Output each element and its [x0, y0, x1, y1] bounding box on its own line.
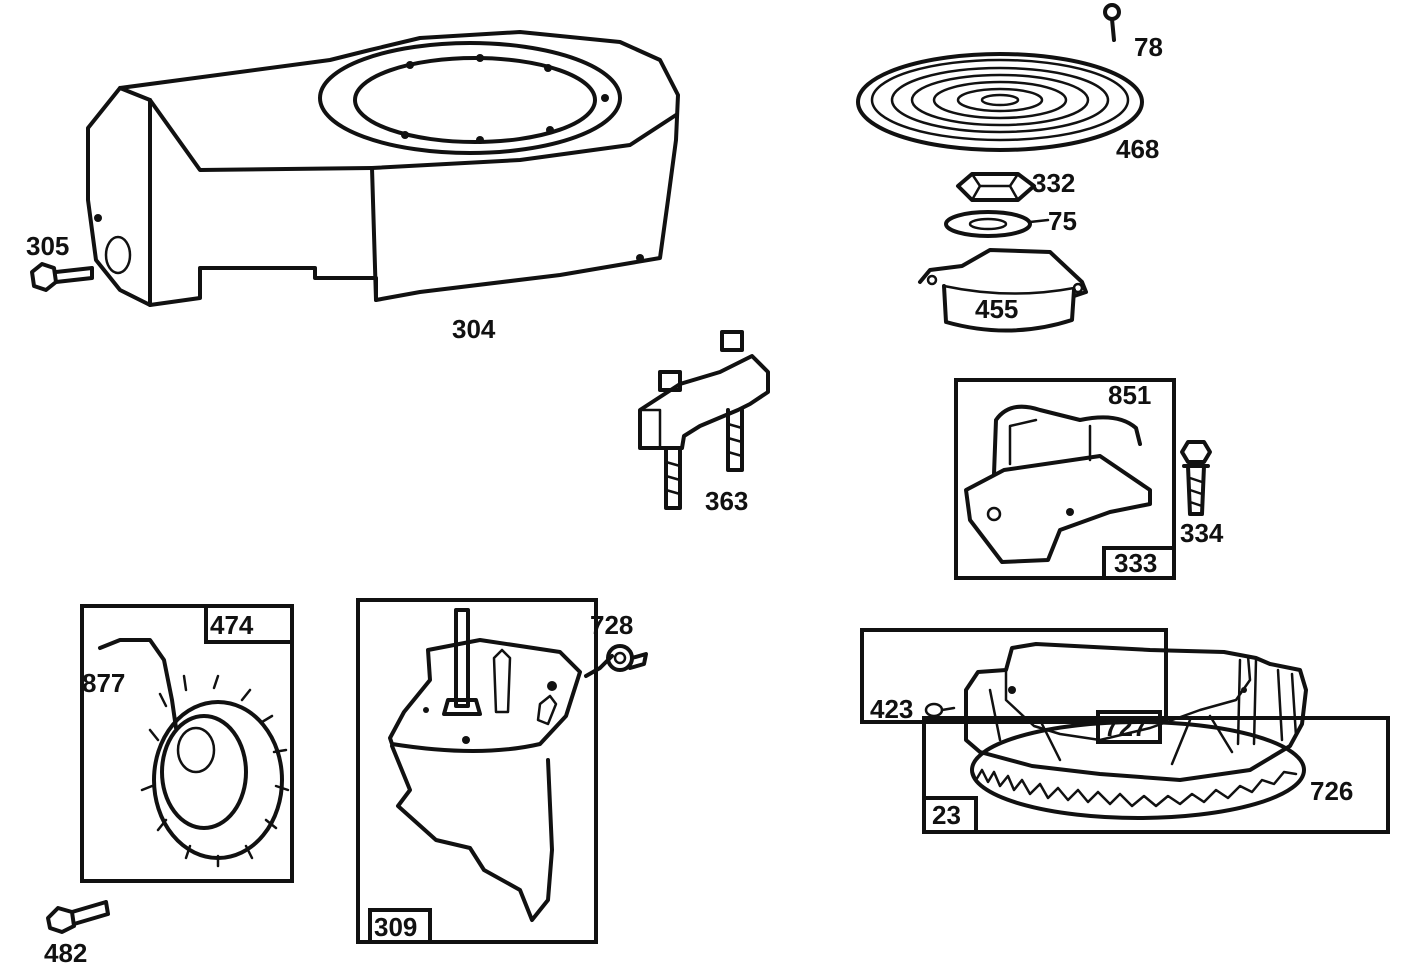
- part-label-455: 455: [975, 294, 1018, 324]
- part-label-75: 75: [1048, 206, 1077, 236]
- terminal-728-drawing: [584, 644, 648, 678]
- flywheel-drawing: [964, 642, 1308, 820]
- part-tag-frame-309: [368, 908, 432, 944]
- part-label-333: 333: [1114, 548, 1157, 578]
- part-label-304: 304: [452, 314, 496, 344]
- bolt-334-drawing: [1180, 440, 1212, 516]
- part-label-728: 728: [590, 610, 633, 640]
- rectifier-kit-frame: [356, 598, 598, 944]
- part-label-309: 309: [374, 912, 417, 942]
- rotating-screen-drawing: [856, 52, 1144, 152]
- starter-cup-drawing: [918, 248, 1088, 333]
- washer-75-drawing: [944, 210, 1050, 238]
- part-label-468: 468: [1116, 134, 1159, 164]
- part-tag-frame-23: [922, 796, 978, 834]
- part-label-305: 305: [26, 231, 69, 261]
- part-label-423: 423: [870, 694, 913, 724]
- screw-482-drawing: [46, 900, 110, 934]
- flywheel-kit-frame: [922, 716, 1390, 834]
- part-label-474: 474: [210, 610, 254, 640]
- part-label-877: 877: [82, 668, 125, 698]
- part-label-78: 78: [1134, 32, 1163, 62]
- screw-78-drawing: [1103, 3, 1121, 42]
- alternator-kit-frame: [80, 604, 294, 883]
- part-label-726: 726: [1310, 776, 1353, 806]
- part-label-851: 851: [1108, 380, 1151, 410]
- rectifier-plate-drawing: [388, 608, 582, 922]
- screw-305-drawing: [30, 262, 94, 292]
- part-tag-frame-333: [1102, 546, 1176, 580]
- part-label-482: 482: [44, 938, 87, 968]
- alternator-drawing: [98, 638, 290, 868]
- key-423-drawing: [924, 702, 956, 718]
- part-label-23: 23: [932, 800, 961, 830]
- bracket-363-drawing: [638, 330, 770, 510]
- part-tag-frame-727: [1096, 710, 1162, 744]
- fan-kit-frame: [860, 628, 1168, 724]
- part-label-334: 334: [1180, 518, 1224, 548]
- part-label-332: 332: [1032, 168, 1075, 198]
- blower-housing-drawing: [86, 30, 680, 307]
- part-label-363: 363: [705, 486, 748, 516]
- armature-drawing: [964, 404, 1152, 564]
- part-tag-frame-474: [204, 604, 294, 644]
- nut-332-drawing: [956, 172, 1036, 202]
- part-label-727: 727: [1104, 712, 1147, 742]
- armature-kit-frame: [954, 378, 1176, 580]
